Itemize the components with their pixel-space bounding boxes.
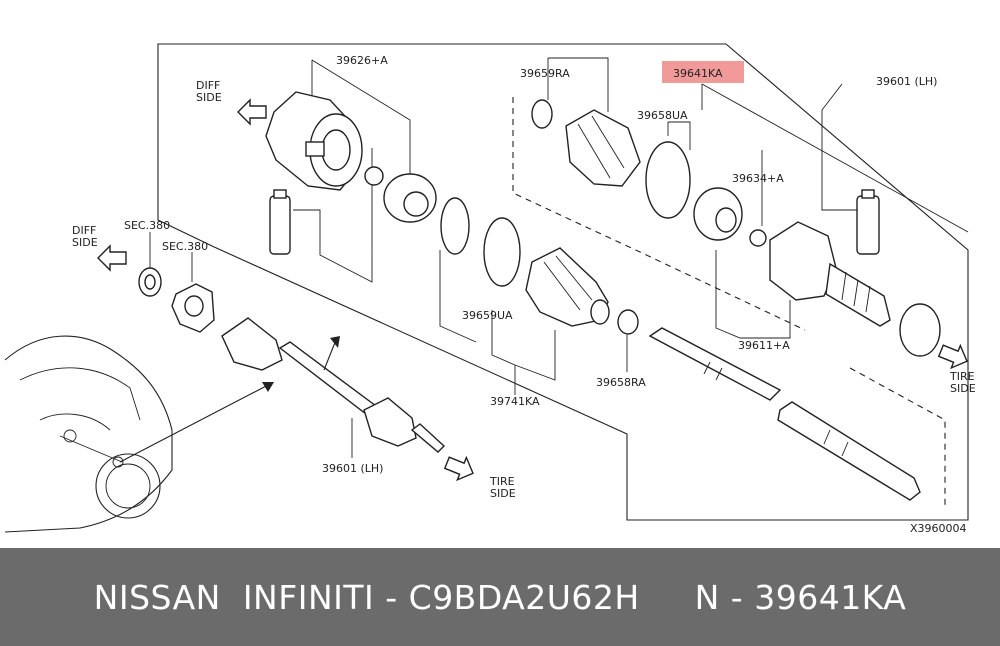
boot-band-small-a <box>531 99 553 129</box>
circlip-b <box>749 229 767 247</box>
outer-boot <box>565 109 641 187</box>
label-39658ua: 39658UA <box>637 109 688 122</box>
outer-joint-ball-cage <box>693 187 743 241</box>
part-highlight-39641ka <box>662 61 744 83</box>
outline-frame <box>157 43 969 521</box>
label-39611a: 39611+A <box>738 339 790 352</box>
label-39658ra: 39658RA <box>596 376 646 389</box>
inner-joint-housing <box>265 91 363 191</box>
dashed-box-upper <box>512 97 806 331</box>
diff-side-arrow-1 <box>237 98 267 126</box>
label-39601-bottom: 39601 (LH) <box>322 462 383 475</box>
inner-boot <box>525 247 610 327</box>
label-39641ka: 39641KA <box>673 67 723 80</box>
tire-side-arrow-2 <box>937 343 968 370</box>
exploded-parts-diagram: DIFF SIDE DIFF SIDE TIRE SIDE TIRE SIDE … <box>4 43 976 535</box>
boot-band-small-b <box>617 309 639 335</box>
diff-flange <box>171 283 215 333</box>
vehicle-outline <box>4 335 173 533</box>
label-tire-side-1-line2: SIDE <box>490 487 516 500</box>
dashed-box-lower <box>849 367 946 505</box>
pointer-arrows <box>119 336 340 463</box>
part-number-footer: NISSAN INFINITI - C9BDA2U62H N - 39641KA <box>0 548 1000 646</box>
grease-tube-right <box>856 189 880 255</box>
label-tire-side-2-line1: TIRE <box>949 370 975 383</box>
dust-seal <box>899 303 941 357</box>
label-39626a: 39626+A <box>336 54 388 67</box>
assembled-drive-shaft <box>221 317 446 453</box>
tripod-spider-a <box>383 173 437 223</box>
grease-tube-left <box>269 189 291 255</box>
circlip-a <box>364 166 384 186</box>
intermediate-shaft <box>648 327 921 501</box>
label-tire-side-1-line1: TIRE <box>489 475 515 488</box>
label-sec380-2: SEC.380 <box>162 240 208 253</box>
diff-seal <box>138 267 162 297</box>
outer-joint-housing <box>769 221 891 327</box>
label-sec380-1: SEC.380 <box>124 219 170 232</box>
label-39634a: 39634+A <box>732 172 784 185</box>
tire-side-arrow-1 <box>443 455 474 482</box>
diff-side-arrow-2 <box>97 244 127 272</box>
label-39601-top: 39601 (LH) <box>876 75 937 88</box>
footer-text: NISSAN INFINITI - C9BDA2U62H N - 39641KA <box>93 577 907 617</box>
label-ref-code: X3960004 <box>910 522 967 535</box>
boot-band-large-c <box>645 141 691 219</box>
label-39659ua: 39659UA <box>462 309 513 322</box>
label-39741ka: 39741KA <box>490 395 540 408</box>
label-diff-side-1-line2: SIDE <box>196 91 222 104</box>
label-diff-side-2-line2: SIDE <box>72 236 98 249</box>
boot-band-large-b <box>483 217 521 287</box>
label-39659ra: 39659RA <box>520 67 570 80</box>
label-diff-side-1-line1: DIFF <box>196 79 220 92</box>
leader-lines <box>149 57 969 458</box>
boot-band-large-a <box>440 197 470 255</box>
label-tire-side-2-line2: SIDE <box>950 382 976 395</box>
label-diff-side-2-line1: DIFF <box>72 224 96 237</box>
